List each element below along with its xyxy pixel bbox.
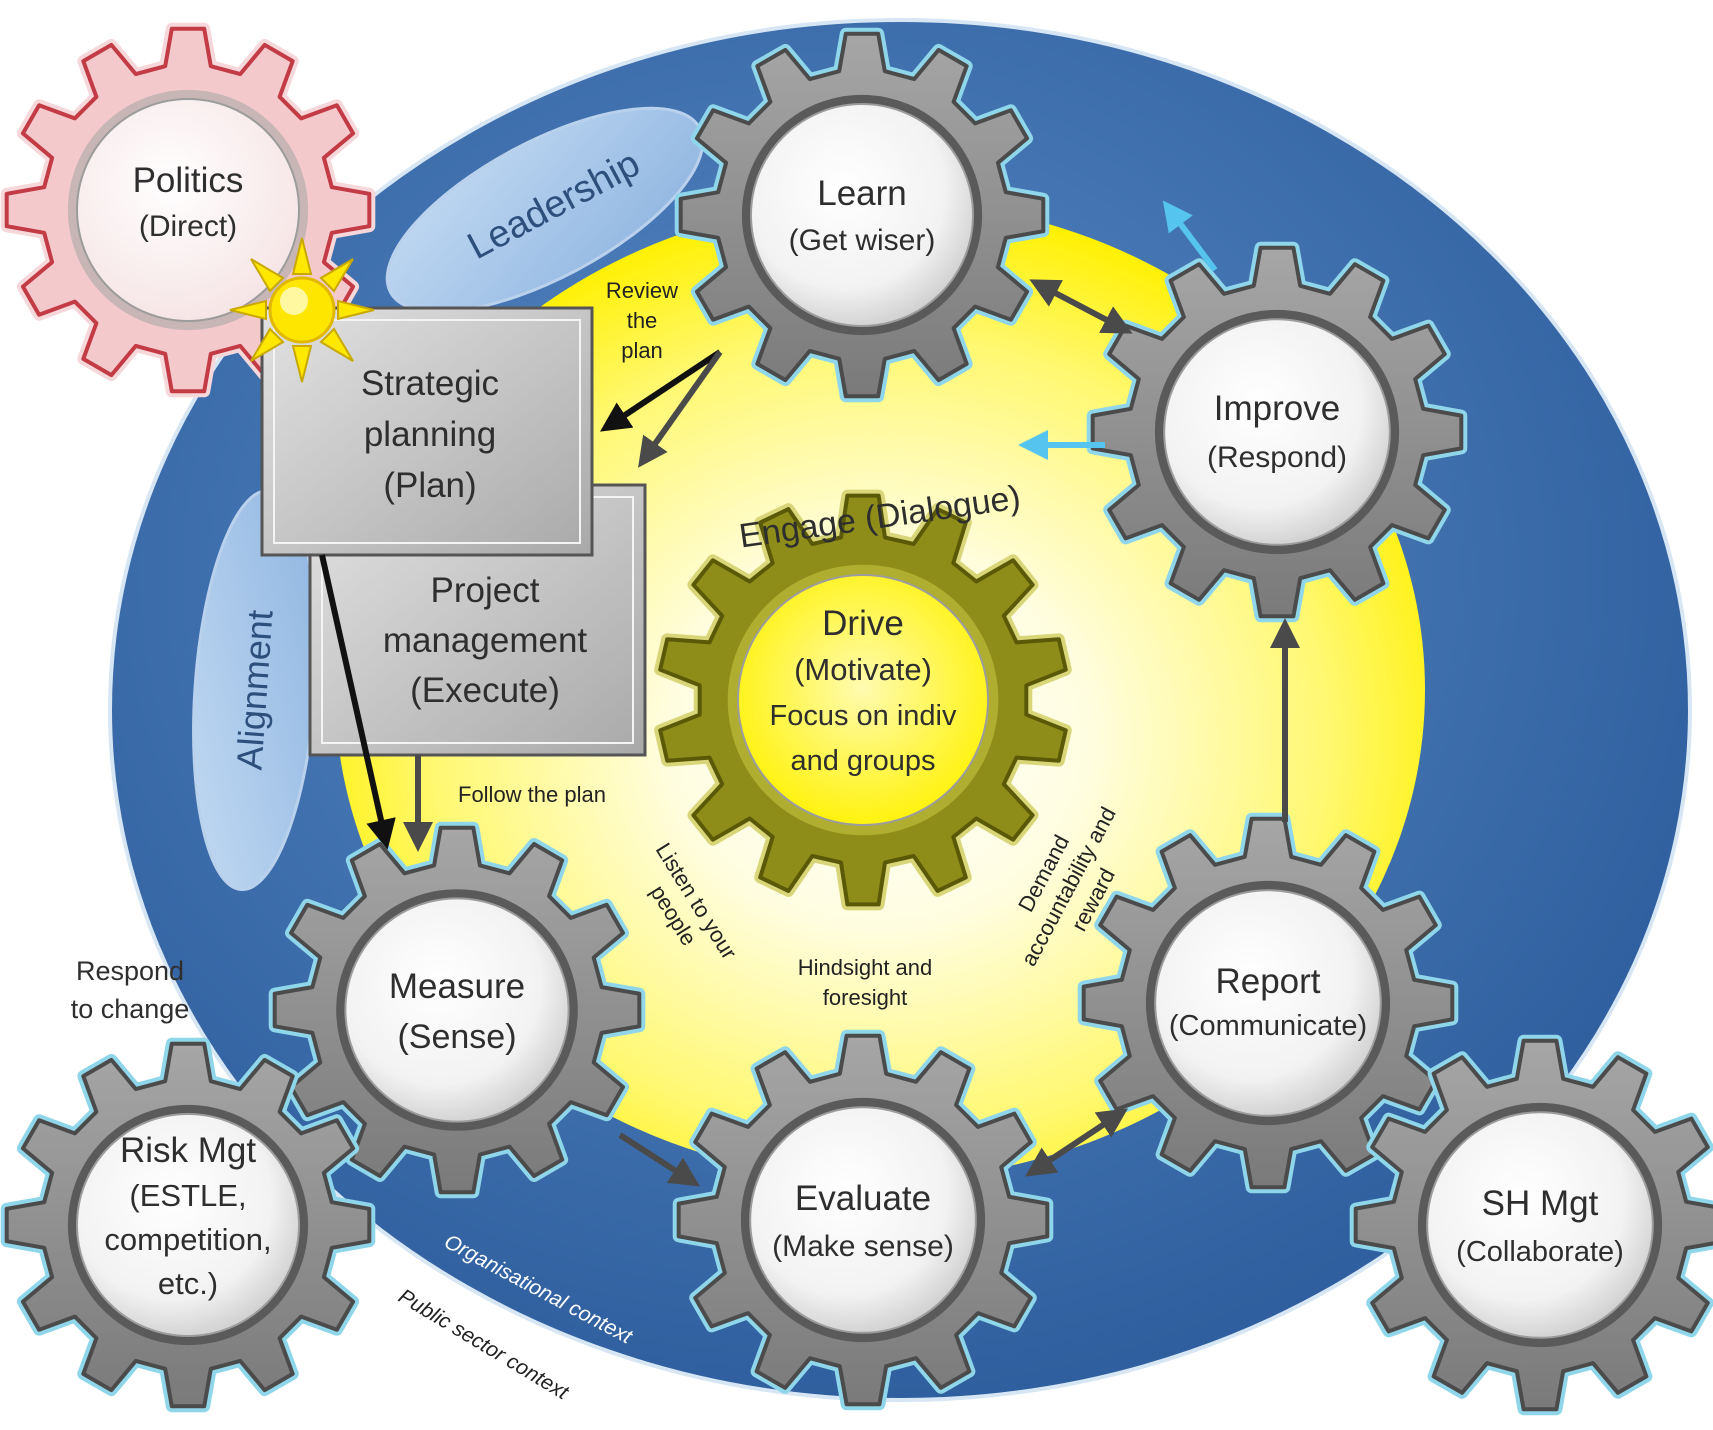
drive-gear-label-4: and groups [790, 745, 935, 777]
sun-icon [229, 237, 375, 383]
learn-gear-disc [750, 103, 974, 327]
strategic-planning-box: Strategic planning (Plan) [260, 306, 594, 557]
review-arrow-1 [600, 349, 722, 432]
project-line-2: management [383, 621, 588, 660]
sh-gear-label-2: (Collaborate) [1456, 1236, 1624, 1268]
improve-gear: Improve (Respond) [1086, 241, 1468, 623]
note-respond-change: Respond to change [71, 956, 190, 1024]
learn-gear-label-2: (Get wiser) [789, 224, 936, 257]
measure-gear-label-1: Measure [389, 967, 525, 1006]
evaluate-gear-disc [749, 1106, 977, 1334]
drive-gear-disc [737, 574, 989, 826]
improve-gear-label-2: (Respond) [1207, 441, 1347, 474]
evaluate-gear-label-1: Evaluate [795, 1179, 931, 1218]
gears-layer: Politics (Direct) Learn (Get wiser) Improve (… [0, 22, 1713, 1416]
improve-gear-label-1: Improve [1214, 389, 1340, 428]
strategic-line-1: Strategic [361, 364, 499, 403]
note-follow-plan: Follow the plan [458, 782, 606, 807]
leadership-ellipse: Leadership [385, 106, 705, 314]
note-hindsight: Hindsight and foresight [798, 955, 933, 1010]
politics-gear: Politics (Direct) [0, 22, 376, 398]
learn-improve-arrow [1029, 279, 1133, 334]
report-gear-disc [1154, 889, 1382, 1117]
respond-line-1: Respond [76, 956, 184, 986]
project-line-1: Project [431, 571, 540, 610]
politics-gear-label-2: (Direct) [139, 210, 237, 243]
review-line-2: the [627, 308, 658, 333]
hindsight-line-1: Hindsight and [798, 955, 933, 980]
respond-line-2: to change [71, 994, 190, 1024]
measure-gear: Measure (Sense) [268, 821, 646, 1199]
sh-gear-label-1: SH Mgt [1482, 1184, 1599, 1223]
learn-gear-label-1: Learn [817, 174, 907, 213]
sh-gear-disc [1426, 1111, 1654, 1339]
report-gear: Report (Communicate) [1077, 812, 1459, 1194]
review-arrow-2 [638, 350, 723, 468]
risk-gear-disc [76, 1113, 300, 1337]
evaluate-gear-label-2: (Make sense) [772, 1230, 954, 1263]
hindsight-line-2: foresight [823, 985, 907, 1010]
report-gear-label-1: Report [1215, 962, 1320, 1001]
drive-gear: Drive (Motivate) Focus on indiv and groups [654, 489, 1072, 911]
risk-gear-label-2: (ESTLE, [129, 1178, 246, 1213]
improve-outward-arrow-1 [1162, 200, 1218, 272]
strategic-line-2: planning [364, 415, 496, 454]
plan-to-measure-arrow [319, 554, 396, 850]
learn-gear: Learn (Get wiser) [674, 27, 1050, 403]
measure-to-evaluate-arrow [618, 1132, 701, 1187]
project-line-3: (Execute) [410, 671, 560, 710]
improve-gear-disc [1163, 318, 1391, 546]
measure-gear-label-2: (Sense) [397, 1018, 516, 1056]
drive-gear-label-2: (Motivate) [794, 652, 932, 687]
review-line-1: Review [606, 278, 678, 303]
measure-gear-disc [344, 897, 570, 1123]
evaluate-report-arrow [1024, 1108, 1129, 1177]
evaluate-gear: Evaluate (Make sense) [672, 1029, 1054, 1411]
risk-gear-label-3: competition, [104, 1222, 271, 1257]
risk-gear-label-4: etc.) [158, 1266, 218, 1301]
strategic-line-3: (Plan) [383, 466, 476, 505]
drive-gear-label-1: Drive [822, 604, 904, 643]
note-review-plan: Review the plan [606, 278, 678, 363]
politics-gear-disc [76, 98, 300, 322]
review-line-3: plan [621, 338, 663, 363]
risk-gear: Risk Mgt (ESTLE, competition, etc.) [0, 1037, 376, 1413]
drive-gear-label-3: Focus on indiv [770, 700, 957, 732]
politics-gear-label-1: Politics [133, 161, 244, 200]
sh-gear: SH Mgt (Collaborate) [1349, 1034, 1713, 1416]
risk-gear-label-1: Risk Mgt [120, 1131, 256, 1170]
flow-arrows [319, 200, 1300, 1187]
report-gear-label-2: (Communicate) [1169, 1010, 1367, 1042]
